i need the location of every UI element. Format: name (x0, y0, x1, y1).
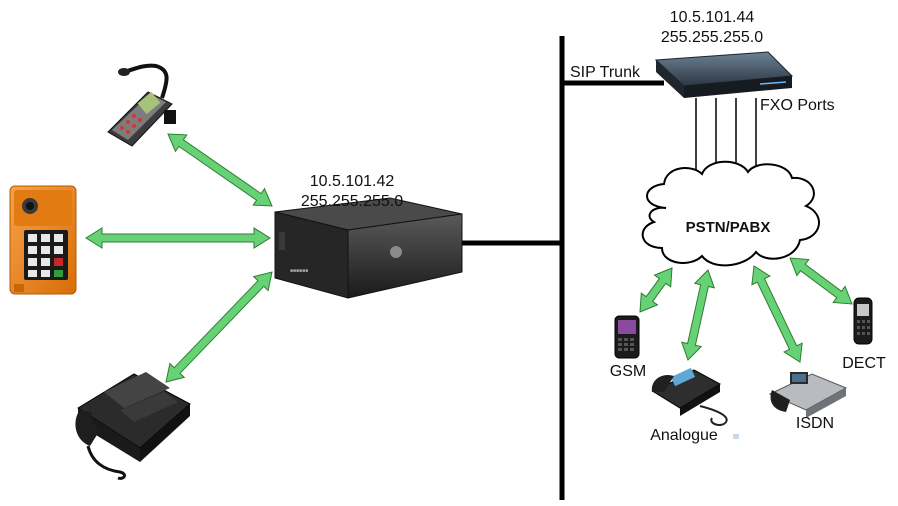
fxo-ports-label: FXO Ports (760, 97, 835, 114)
server-ip-label: 10.5.101.42 (310, 173, 395, 190)
desk-phone-icon (75, 372, 191, 480)
central-server: ■■■■■■ (274, 197, 463, 299)
arrow-phone-server (165, 271, 273, 383)
intercom-panel-icon (9, 185, 77, 295)
desk-console-icon (107, 63, 176, 147)
arrow-layer (85, 133, 853, 383)
arrow-cloud-dect (789, 257, 853, 305)
arrow-console-server (167, 133, 273, 207)
gateway-led-strip (759, 81, 787, 85)
cloud-label: PSTN/PABX (686, 219, 771, 236)
gateway-side (684, 76, 792, 98)
server-logo-icon (390, 246, 402, 258)
pstn-device-label-dect: DECT (842, 355, 886, 372)
server-mask-label: 255.255.255.0 (301, 193, 403, 210)
arrow-intercom-server (85, 227, 271, 249)
pstn-device-label-isdn: ISDN (796, 415, 834, 432)
pstn-device-label-analogue: Analogue (650, 427, 718, 444)
server-front-panel (279, 232, 285, 250)
server-brand-mark: ■■■■■■ (290, 268, 308, 274)
network-lines (452, 36, 757, 500)
arrow-cloud-analogue (680, 269, 716, 361)
gateway-mask-label: 255.255.255.0 (661, 29, 763, 46)
sip-trunk-label: SIP Trunk (570, 64, 641, 81)
small-marker (733, 434, 739, 439)
gateway-front (656, 60, 684, 98)
mobile-phone-icon (614, 315, 640, 359)
voip-gateway (654, 51, 794, 98)
pstn-cloud: PSTN/PABX (641, 160, 820, 267)
server-side (347, 213, 463, 299)
analogue-phone-icon (651, 367, 728, 426)
pstn-device-label-gsm: GSM (610, 363, 646, 380)
cloud-shape (641, 160, 820, 267)
dect-handset-icon (853, 297, 873, 345)
isdn-phone-icon (768, 372, 848, 418)
gateway-ip-label: 10.5.101.44 (670, 9, 755, 26)
arrow-cloud-isdn (751, 265, 803, 363)
arrow-cloud-gsm (639, 267, 673, 313)
